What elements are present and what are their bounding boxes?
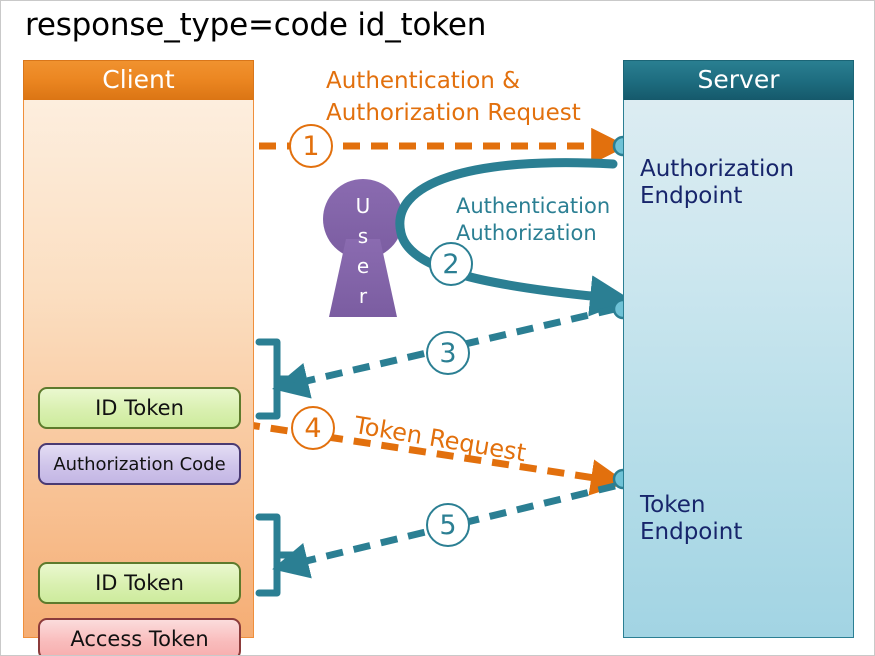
authorization-endpoint-label[interactable]: Authorization Endpoint [640, 156, 795, 209]
step-number-1[interactable]: 1 [289, 124, 333, 168]
user-letter-1: U [355, 194, 371, 218]
step-2-label: Authentication Authorization [456, 194, 611, 245]
token-chip-id-token-1[interactable]: ID Token [38, 387, 241, 429]
user-keyhole-icon [323, 179, 403, 317]
token-chip-id-token-2[interactable]: ID Token [38, 562, 241, 604]
brace-id-token-access-token [255, 513, 297, 597]
step-number-2[interactable]: 2 [429, 242, 473, 286]
token-chip-authorization-code[interactable]: Authorization Code [38, 443, 241, 485]
user-label: U s e r [321, 191, 405, 311]
server-panel-body: Authorization Endpoint Token Endpoint [623, 100, 854, 638]
client-panel-header: Client [23, 60, 254, 100]
step-number-5[interactable]: 5 [426, 503, 470, 547]
server-panel: Server Authorization Endpoint Token Endp… [623, 60, 854, 638]
brace-id-token-auth-code [255, 338, 297, 420]
user-letter-2: s [357, 224, 369, 248]
step-number-4[interactable]: 4 [291, 406, 335, 450]
token-chip-access-token[interactable]: Access Token [38, 618, 241, 655]
step-number-3[interactable]: 3 [426, 331, 470, 375]
step-2-arrow [395, 158, 632, 317]
server-panel-header: Server [623, 60, 854, 100]
page-title: response_type=code id_token [25, 7, 487, 43]
client-panel-body: ID Token Authorization Code ID Token Acc… [23, 100, 254, 655]
user-letter-3: e [356, 254, 370, 278]
step-1-label: Authentication & Authorization Request [326, 68, 581, 126]
client-panel: Client ID Token Authorization Code ID To… [23, 60, 254, 655]
user-letter-4: r [358, 284, 368, 308]
token-endpoint-label[interactable]: Token Endpoint [640, 492, 743, 545]
